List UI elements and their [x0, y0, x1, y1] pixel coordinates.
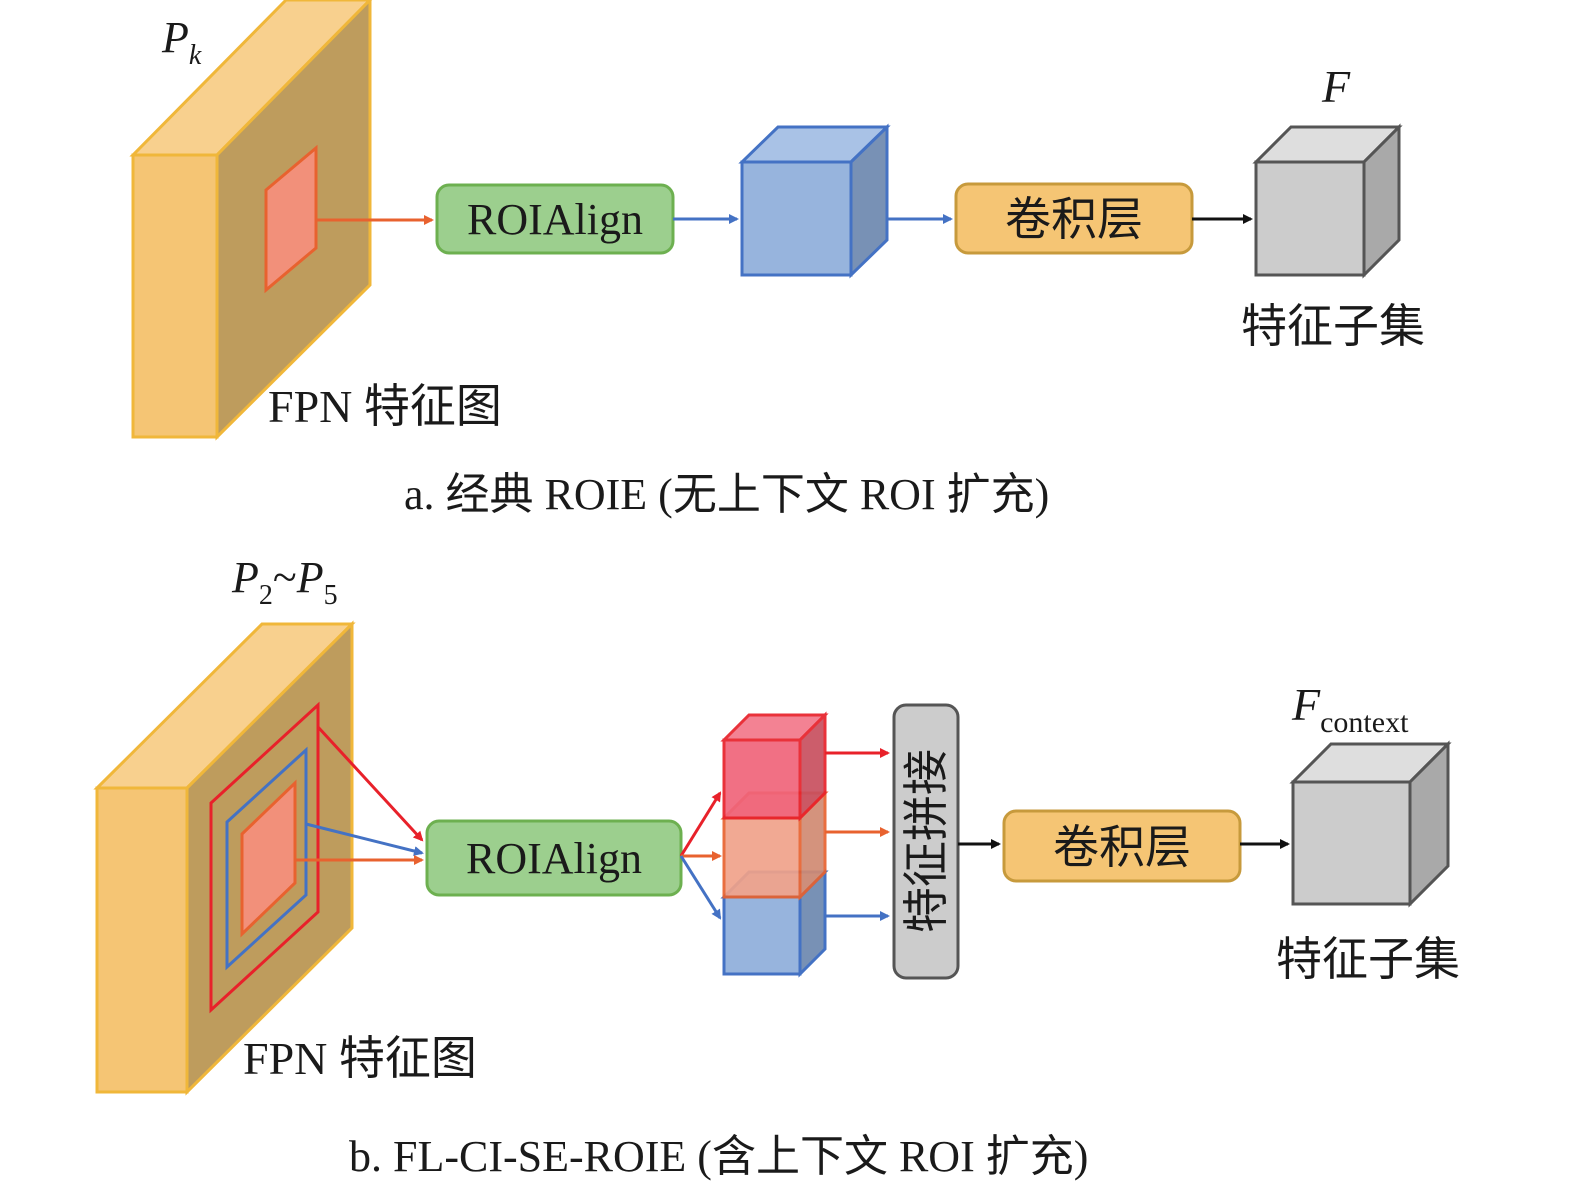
feature-subset-label-b: 特征子集: [1276, 934, 1460, 985]
red-cube-b: [720, 711, 829, 822]
gray-cube-front: [1291, 780, 1412, 906]
conv-label-a: 卷积层: [1005, 194, 1143, 245]
arrow-roialign-to-blue-cube: [679, 855, 722, 920]
arrow-roialign-to-red-cube: [679, 791, 722, 857]
arrow-blue-roi-to-roialign: [305, 822, 424, 856]
roi-middle-blue: [225, 746, 308, 971]
feature-subset-label-a: 特征子集: [1241, 301, 1425, 352]
cube-front: [722, 816, 802, 899]
gray-cube-b: [1289, 740, 1452, 908]
fpn-label-a: FPN 特征图: [268, 381, 502, 432]
roialign-label-b: ROIAlign: [466, 834, 642, 883]
gray-cube-a: [1252, 123, 1403, 279]
caption-a: a. 经典 ROIE (无上下文 ROI 扩充): [404, 470, 1049, 519]
conv-box-b: [1002, 809, 1242, 883]
concat-box: [892, 703, 960, 980]
roi-region: [264, 144, 318, 294]
panel-b: P2~P5 ROIAlign: [93, 553, 1460, 1181]
gray-cube-front: [1254, 160, 1366, 277]
map-label-p2-p5: P2~P5: [231, 553, 338, 611]
blue-cube-a: [738, 123, 891, 279]
map-label-pk: Pk: [161, 13, 202, 71]
cube-front: [740, 160, 853, 277]
roialign-label-a: ROIAlign: [467, 195, 643, 244]
fpn-feature-map-b: [93, 620, 356, 1096]
concat-label: 特征拼接: [901, 749, 952, 933]
conv-label-b: 卷积层: [1053, 822, 1191, 873]
caption-b: b. FL-CI-SE-ROIE (含上下文 ROI 扩充): [349, 1132, 1088, 1181]
cube-front: [722, 738, 802, 820]
output-label-f: F: [1321, 61, 1351, 112]
cube-front: [722, 895, 802, 976]
roi-outer-red: [209, 701, 320, 1014]
arrow-red-roi-to-roialign: [316, 725, 424, 842]
fpn-label-b: FPN 特征图: [243, 1033, 477, 1084]
output-label-fcontext: Fcontext: [1291, 679, 1409, 739]
fpn-front-face: [95, 786, 189, 1094]
fpn-front-face: [131, 153, 219, 439]
roi-inner: [240, 779, 297, 938]
fpn-feature-map-a: [129, 0, 373, 441]
panel-a: Pk ROIAlign 卷积层 F 特征子集 FPN 特征图 a. 经: [129, 0, 1425, 519]
